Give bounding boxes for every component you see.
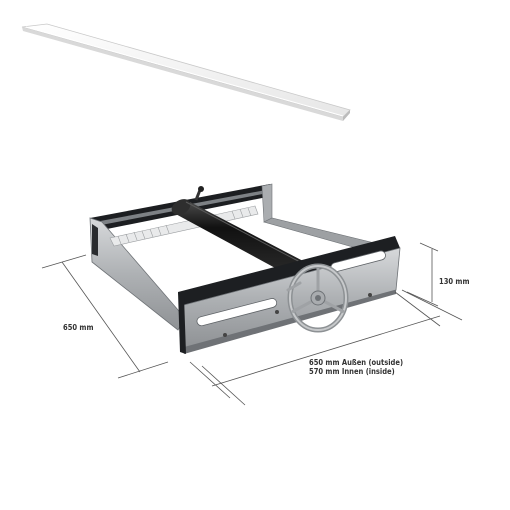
roller-tube: [171, 199, 305, 276]
height-dimension-label: 130 mm: [439, 277, 470, 286]
dimension-lines: [41, 242, 463, 406]
roller-frame: [89, 183, 401, 354]
width-dimension-label: 650 mm Außen (outside) 570 mm Innen (ins…: [309, 358, 403, 376]
depth-dimension-label: 650 mm: [63, 323, 94, 332]
width-outside-label: 650 mm Außen (outside): [309, 358, 404, 367]
width-inside-label: 570 mm Innen (inside): [309, 367, 395, 376]
pool-cover-slat: [21, 23, 351, 121]
hand-wheel: [286, 263, 349, 333]
